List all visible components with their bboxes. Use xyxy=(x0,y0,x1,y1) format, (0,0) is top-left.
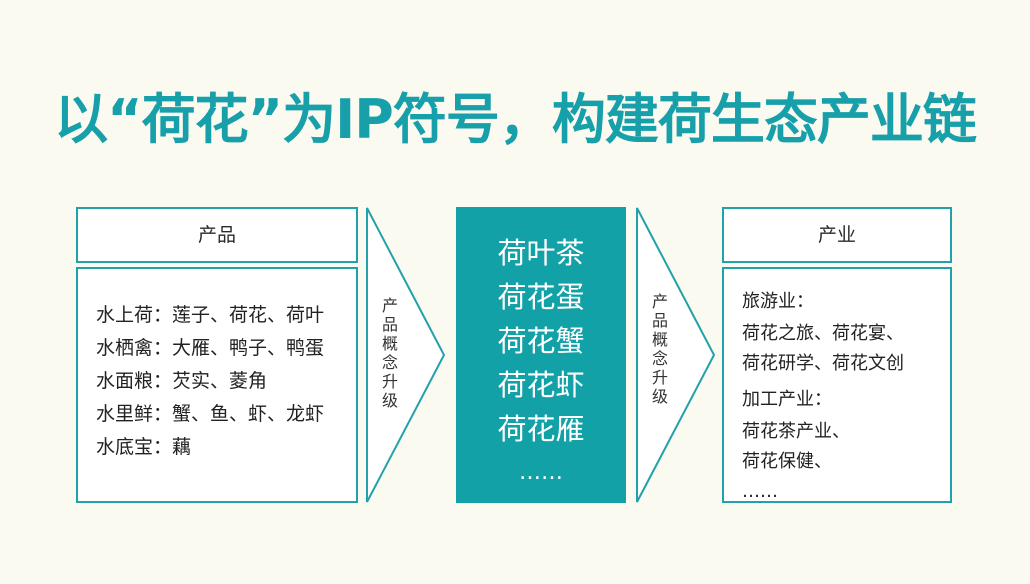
list-item: 荷花研学、荷花文创 xyxy=(742,353,904,374)
arrow-label: 产品概念升级 xyxy=(381,296,398,410)
center-item: 荷花雁 xyxy=(497,412,585,446)
industry-category: 加工产业： xyxy=(742,389,832,410)
product-list: 水上荷：莲子、荷花、荷叶 水栖禽：大雁、鸭子、鸭蛋 水面粮：芡实、菱角 水里鲜：… xyxy=(96,299,324,464)
product-list-box: 水上荷：莲子、荷花、荷叶 水栖禽：大雁、鸭子、鸭蛋 水面粮：芡实、菱角 水里鲜：… xyxy=(76,267,358,503)
page-title: 以“荷花”为IP符号，构建荷生态产业链 xyxy=(54,88,977,151)
list-item: 水里鲜：蟹、鱼、虾、龙虾 xyxy=(96,403,325,425)
chevron-arrow-icon xyxy=(636,207,716,503)
chevron-arrow-icon xyxy=(366,207,446,503)
industry-header: 产业 xyxy=(817,224,856,246)
product-header-box: 产品 xyxy=(76,207,358,263)
industry-list-box: 旅游业： 荷花之旅、荷花宴、 荷花研学、荷花文创 加工产业： 荷花茶产业、 荷花… xyxy=(722,267,952,503)
center-item: 荷花虾 xyxy=(497,368,585,402)
list-item: 水底宝：藕 xyxy=(96,436,192,458)
center-item: 荷花蛋 xyxy=(497,280,585,314)
industry-header-box: 产业 xyxy=(722,207,952,263)
list-item: 荷花保健、 xyxy=(742,451,832,472)
arrow-label: 产品概念升级 xyxy=(651,292,668,406)
list-item: 荷花茶产业、 xyxy=(742,421,850,442)
list-item: …… xyxy=(742,481,778,502)
center-product-panel: 荷叶茶 荷花蛋 荷花蟹 荷花虾 荷花雁 …… xyxy=(456,207,626,503)
list-item: 水栖禽：大雁、鸭子、鸭蛋 xyxy=(96,337,325,359)
center-item: 荷叶茶 xyxy=(497,236,585,270)
list-item: 水上荷：莲子、荷花、荷叶 xyxy=(96,304,325,326)
center-item: …… xyxy=(519,460,563,485)
center-item: 荷花蟹 xyxy=(497,324,585,358)
industry-category: 旅游业： xyxy=(742,291,814,312)
list-item: 荷花之旅、荷花宴、 xyxy=(742,323,904,344)
industry-list: 旅游业： 荷花之旅、荷花宴、 荷花研学、荷花文创 加工产业： 荷花茶产业、 荷花… xyxy=(742,285,904,507)
product-header: 产品 xyxy=(197,224,236,246)
list-item: 水面粮：芡实、菱角 xyxy=(96,370,268,392)
